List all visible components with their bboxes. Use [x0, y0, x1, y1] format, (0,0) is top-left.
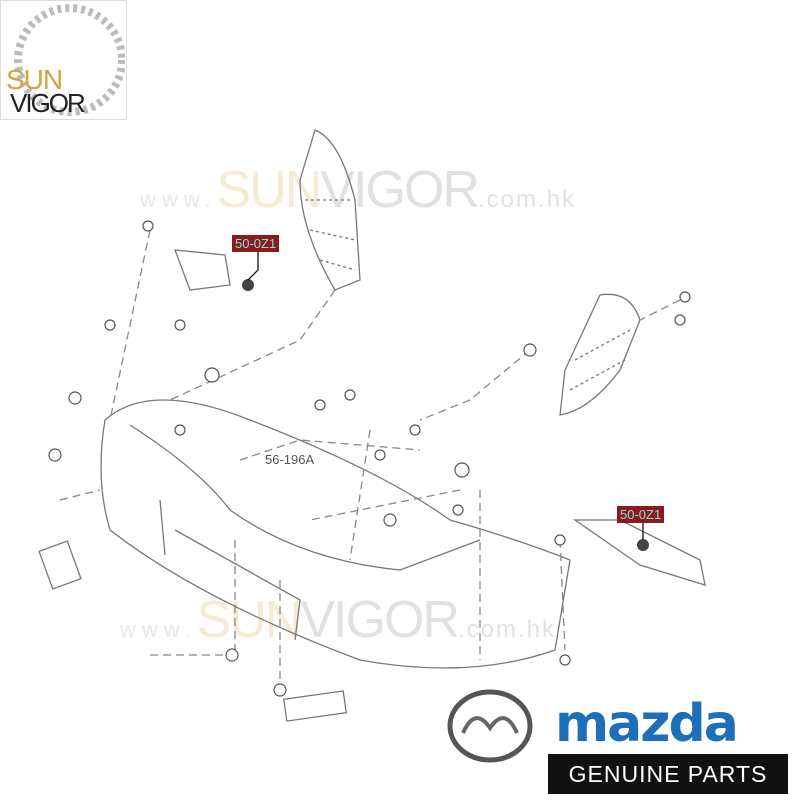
callout-part-50-0z1-right[interactable]: 50-0Z1: [617, 506, 665, 523]
mazda-wordmark: mazda: [555, 694, 739, 754]
clip-50-0z1-right: [637, 539, 649, 551]
clip-50-0z1-left: [242, 279, 254, 291]
mazda-emblem-icon: [447, 689, 533, 763]
genuine-parts-banner: GENUINE PARTS: [548, 754, 788, 794]
watermark-bottom: www.SUNVIGOR.com.hk: [120, 591, 556, 649]
side-bracket-left: [299, 129, 361, 291]
upper-bracket-right: [572, 519, 706, 586]
logo-vigor-text: VIGOR: [10, 88, 86, 118]
ref-label-56-196a: 56-196A: [265, 452, 315, 467]
rear-bumper: [100, 399, 571, 669]
reflector-left: [38, 540, 82, 590]
logo-gear-graphic: [14, 4, 125, 116]
side-bracket-right: [559, 293, 641, 416]
sunvigor-logo: SUN VIGOR: [0, 0, 127, 120]
logo-sun-text: SUN: [6, 64, 63, 95]
upper-bracket-left: [174, 249, 231, 291]
reflector-right: [283, 690, 347, 722]
watermark-top: www.SUNVIGOR.com.hk: [140, 161, 576, 219]
callout-part-50-0z1-left[interactable]: 50-0Z1: [232, 235, 280, 252]
